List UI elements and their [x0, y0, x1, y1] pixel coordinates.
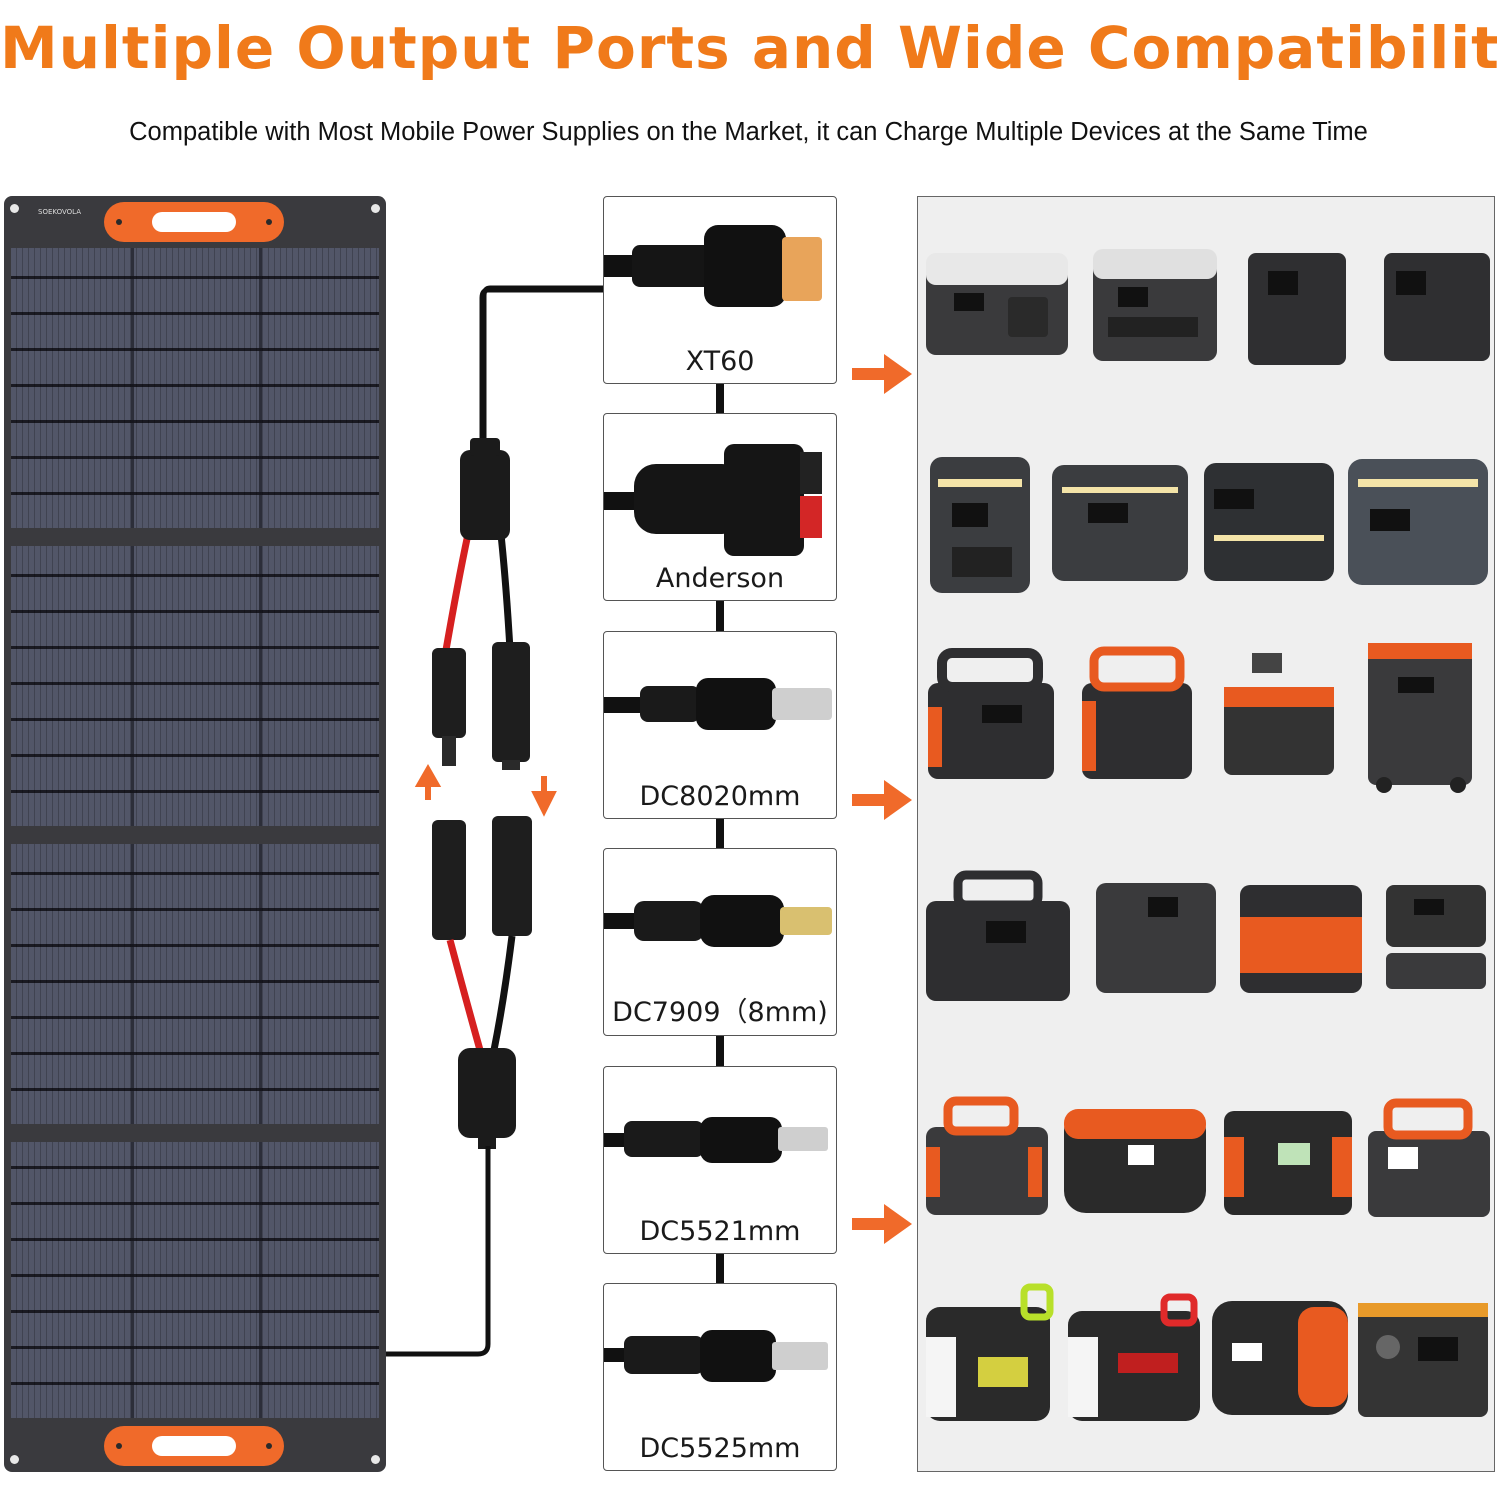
solar-panel: [4, 196, 386, 1472]
connector-label: XT60: [685, 346, 755, 377]
page-title: Multiple Output Ports and Wide Compatibi…: [0, 14, 1497, 82]
brand-label: SOEKOVOLA: [38, 208, 81, 216]
connector-label: Anderson: [655, 563, 785, 594]
link-line: [716, 818, 724, 850]
grommet: [371, 204, 380, 213]
panel-cells-2: [11, 546, 379, 826]
connector-label: DC5525mm: [639, 1433, 801, 1464]
connector-xt60: XT60: [603, 196, 837, 384]
grommet: [10, 1455, 19, 1464]
panel-cells-4: [11, 1142, 379, 1418]
carry-handle-top: [104, 202, 284, 242]
connector-dc8020: DC8020mm: [603, 631, 837, 819]
dc-barrel-plug-icon: [604, 1330, 828, 1382]
dc-barrel-plug-icon: [604, 678, 832, 730]
arrow-right-icon: [852, 354, 912, 394]
panel-cells-1: [11, 248, 379, 528]
anderson-plug-icon: [604, 444, 822, 556]
cable-diagram: [386, 285, 610, 1357]
compatible-devices-panel: [917, 196, 1495, 1472]
grommet: [10, 204, 19, 213]
connector-label: DC8020mm: [639, 781, 801, 812]
xt60-plug-icon: [604, 225, 822, 307]
page-subtitle: Compatible with Most Mobile Power Suppli…: [129, 118, 1368, 146]
carry-handle-bottom: [104, 1426, 284, 1466]
connector-dc5521: DC5521mm: [603, 1066, 837, 1254]
power-station-grid: [926, 249, 1490, 1421]
panel-cells-3: [11, 844, 379, 1124]
connector-anderson: Anderson: [603, 413, 837, 601]
connector-label: DC5521mm: [639, 1216, 801, 1247]
link-line: [716, 600, 724, 632]
arrow-right-icon: [852, 1204, 912, 1244]
dc-barrel-plug-icon: [604, 895, 832, 947]
arrow-right-icon: [852, 780, 912, 820]
connector-label: DC7909（8mm): [612, 997, 828, 1028]
power-station-icon: [926, 253, 1068, 355]
link-line: [716, 1036, 724, 1068]
link-line: [716, 384, 724, 414]
connector-dc7909: DC7909（8mm): [603, 848, 837, 1036]
dc-barrel-plug-icon: [604, 1117, 828, 1163]
connector-dc5525: DC5525mm: [603, 1283, 837, 1471]
link-line: [716, 1254, 724, 1284]
grommet: [371, 1455, 380, 1464]
